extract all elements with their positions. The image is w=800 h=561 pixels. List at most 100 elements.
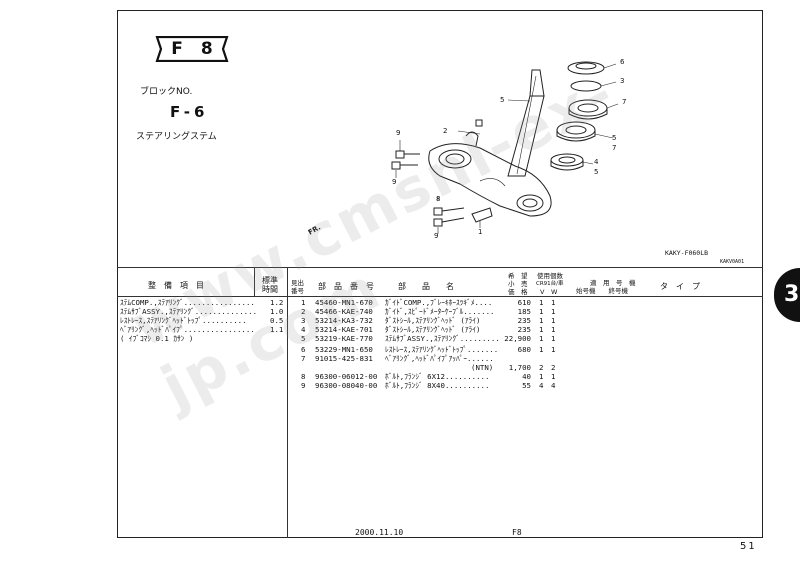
parts-row-qty2: 1 bbox=[551, 345, 556, 354]
parts-row-qty2: 1 bbox=[551, 316, 556, 325]
parts-row-qty1: 1 bbox=[539, 345, 544, 354]
callout-9: 9 bbox=[396, 129, 401, 137]
parts-row-name: ﾎﾞﾙﾄ,ﾌﾗﾝｼﾞ 6X12.......... bbox=[385, 372, 490, 381]
header-name: 部 品 名 bbox=[398, 282, 454, 291]
parts-row-ref: 5 bbox=[301, 334, 306, 343]
parts-row-ref: 9 bbox=[301, 381, 306, 390]
header-app-b: 始号機 終号機 bbox=[576, 287, 628, 295]
block-tag-letter: F bbox=[171, 39, 183, 59]
callout-5b: 5 bbox=[612, 134, 617, 142]
figure-code: KAKY-F060LB bbox=[665, 249, 709, 257]
left-row-time: 1.2 bbox=[270, 298, 284, 307]
parts-row-ref: 7 bbox=[301, 354, 306, 363]
parts-row-name: ﾎﾞﾙﾄ,ﾌﾗﾝｼﾞ 8X40.......... bbox=[385, 381, 490, 390]
figure-code-small: KAKV0A01 bbox=[720, 259, 745, 265]
parts-row-qty2: 1 bbox=[551, 307, 556, 316]
callout-9c: 9 bbox=[434, 232, 439, 240]
parts-row-name: (NTN) bbox=[471, 363, 494, 372]
header-qty-b: CR91台/車 bbox=[536, 281, 564, 287]
parts-row-partno: 53219-KAE-770 bbox=[315, 334, 373, 343]
callout-6: 6 bbox=[620, 58, 625, 66]
section-tab: 3 bbox=[774, 268, 800, 322]
table-divider-time bbox=[254, 267, 255, 296]
parts-row-qty1: 2 bbox=[539, 363, 544, 372]
header-partno: 部 品 番 号 bbox=[318, 282, 374, 291]
parts-row-price: 610 bbox=[517, 298, 531, 307]
parts-row-partno: 45466-KAE-740 bbox=[315, 307, 373, 316]
parts-row-qty1: 1 bbox=[539, 325, 544, 334]
parts-row-price: 55 bbox=[522, 381, 531, 390]
callout-4: 4 bbox=[594, 158, 599, 166]
callout-1: 1 bbox=[478, 228, 483, 236]
parts-row-price: 235 bbox=[517, 325, 531, 334]
parts-row-ref: 3 bbox=[301, 316, 306, 325]
parts-row-qty1: 4 bbox=[539, 381, 544, 390]
parts-row-ref: 8 bbox=[301, 372, 306, 381]
speedometer-cable-guide bbox=[465, 131, 479, 147]
header-qty-c: V W bbox=[540, 288, 558, 296]
parts-row-name: ﾀﾞｽﾄｼｰﾙ,ｽﾃｱﾘﾝｸﾞﾍｯﾄﾞ (ｱﾗｲ) bbox=[385, 316, 481, 325]
parts-row-qty2: 2 bbox=[551, 363, 556, 372]
flange-bolt-lower bbox=[433, 207, 465, 216]
left-row: ( ｲﾌﾞｺﾏｼ 0.1 ｶｻﾝ ) bbox=[120, 334, 193, 343]
parts-row-qty1: 1 bbox=[539, 307, 544, 316]
header-qty-a: 使用個数 bbox=[537, 272, 563, 280]
table-divider-main bbox=[287, 267, 288, 538]
callout-7: 7 bbox=[622, 98, 627, 106]
parts-exploded-diagram bbox=[391, 61, 619, 234]
parts-row-price: 235 bbox=[517, 316, 531, 325]
left-row-time: 1.1 bbox=[270, 325, 284, 334]
left-row-item: ｽﾃﾑｻﾌﾞASSY.,ｽﾃｱﾘﾝｸﾞ.............. bbox=[120, 307, 258, 316]
parts-row-price: 1,700 bbox=[508, 363, 531, 372]
footer-date: 2000.11.10 bbox=[355, 528, 404, 537]
left-row-time: 1.0 bbox=[270, 307, 284, 316]
parts-row-qty1: 1 bbox=[539, 316, 544, 325]
left-row-item: ﾍﾞｱﾘﾝｸﾞ,ﾍｯﾄﾞﾊﾟｲﾌﾟ................ bbox=[120, 325, 255, 334]
footer-code: F8 bbox=[512, 528, 522, 537]
parts-row-name: ｽﾃﾑｻﾌﾞASSY.,ｽﾃｱﾘﾝｸﾞ......... bbox=[385, 334, 500, 343]
table-top-rule bbox=[117, 267, 763, 268]
block-no-label: ブロックNO. bbox=[140, 87, 193, 97]
header-ref-b: 番号 bbox=[291, 287, 304, 295]
parts-row-ref: 1 bbox=[301, 298, 306, 307]
flange-bolt-middle bbox=[391, 161, 418, 170]
callout-5c: 5 bbox=[594, 168, 599, 176]
parts-row-name: ﾍﾞｱﾘﾝｸﾞ,ﾍｯﾄﾞﾊﾟｲﾌﾟｱｯﾊﾟｰ...... bbox=[385, 354, 494, 363]
parts-row-qty1: 1 bbox=[539, 334, 544, 343]
left-row: ｽﾃﾑCOMP.,ｽﾃｱﾘﾝｸﾞ................ 1.2 bbox=[120, 298, 283, 307]
parts-row-partno: 91015-425-831 bbox=[315, 354, 373, 363]
page-frame bbox=[117, 10, 763, 538]
header-ref-a: 見出 bbox=[291, 279, 304, 287]
parts-row-partno: 96300-06012-00 bbox=[315, 372, 378, 381]
parts-row-partno: 53214-KAE-701 bbox=[315, 325, 373, 334]
header-price-b: 小 売 bbox=[508, 280, 528, 288]
parts-row-partno: 53229-MN1-650 bbox=[315, 345, 373, 354]
parts-row-qty1: 1 bbox=[539, 298, 544, 307]
left-row: ﾍﾞｱﾘﾝｸﾞ,ﾍｯﾄﾞﾊﾟｲﾌﾟ................ 1.1 bbox=[120, 325, 283, 334]
block-no-value: F-6 bbox=[170, 103, 209, 121]
header-app-a: 適 用 号 機 bbox=[590, 279, 636, 287]
parts-row-price: 185 bbox=[517, 307, 531, 316]
steering-stem-bracket bbox=[428, 143, 552, 217]
parts-row-ref: 6 bbox=[301, 345, 306, 354]
block-tag-number: 8 bbox=[200, 39, 213, 59]
parts-row-partno: 96300-08040-00 bbox=[315, 381, 378, 390]
parts-row-name: ﾚｽﾄﾚｰｽ,ｽﾃｱﾘﾝｸﾞﾍｯﾄﾞﾄｯﾌﾟ....... bbox=[385, 345, 499, 354]
left-row-item: ｽﾃﾑCOMP.,ｽﾃｱﾘﾝｸﾞ................ bbox=[120, 298, 255, 307]
left-row: ｽﾃﾑｻﾌﾞASSY.,ｽﾃｱﾘﾝｸﾞ.............. 1.0 bbox=[120, 307, 283, 316]
section-tab-number: 3 bbox=[784, 282, 800, 307]
callout-3: 3 bbox=[620, 77, 625, 85]
parts-row-name: ﾀﾞｽﾄｼｰﾙ,ｽﾃｱﾘﾝｸﾞﾍｯﾄﾞ (ｱﾗｲ) bbox=[385, 325, 481, 334]
left-header-item: 整 備 項 目 bbox=[148, 281, 204, 290]
table-header-rule bbox=[117, 296, 763, 297]
parts-row-partno: 45460-MN1-670 bbox=[315, 298, 373, 307]
parts-row-qty1: 1 bbox=[539, 372, 544, 381]
parts-row-price: 680 bbox=[517, 345, 531, 354]
parts-row-name: ｶﾞｲﾄﾞ,ｽﾋﾟｰﾄﾞﾒｰﾀｰｹｰﾌﾞﾙ....... bbox=[385, 307, 495, 316]
left-row-time: 0.5 bbox=[270, 316, 284, 325]
callout-8: 8 bbox=[436, 195, 441, 203]
parts-row-price: 22,900 bbox=[504, 334, 531, 343]
block-tag-badge bbox=[155, 36, 229, 62]
parts-row-name: ｶﾞｲﾄﾞCOMP.,ﾌﾞﾚｰｷﾎｰｽﾂｷﾞﾒ.... bbox=[385, 298, 493, 307]
parts-row-qty2: 4 bbox=[551, 381, 556, 390]
